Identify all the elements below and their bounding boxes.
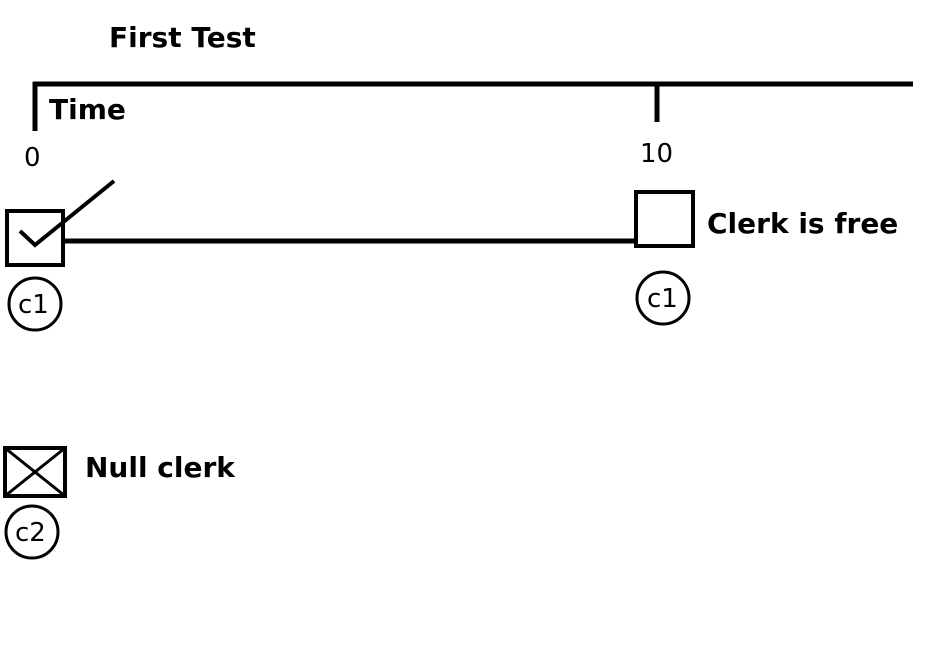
- clerk-c1-end-box: [634, 190, 695, 248]
- tick-label-10: 10: [640, 139, 673, 169]
- tick-label-0: 0: [24, 143, 41, 173]
- clerk-c1-start-label: c1: [18, 290, 49, 320]
- diagram-title: First Test: [109, 21, 256, 54]
- event-clerk-free-label: Clerk is free: [707, 207, 898, 240]
- event-null-clerk-label: Null clerk: [85, 451, 236, 484]
- clerk-c1-start-circle: [7, 276, 63, 332]
- clerk-c2-box: [3, 446, 67, 498]
- clerk-c1-start-box: [5, 209, 65, 267]
- axis-label: Time: [49, 93, 126, 126]
- clerk-c1-end-label: c1: [647, 284, 678, 314]
- cross-icon-stroke-2: [4, 446, 66, 498]
- clerk-c1-end-circle: [635, 270, 691, 326]
- clerk-c2-label: c2: [15, 518, 46, 548]
- clerk-c2-circle: [4, 504, 60, 560]
- checkmark-icon: [18, 179, 116, 248]
